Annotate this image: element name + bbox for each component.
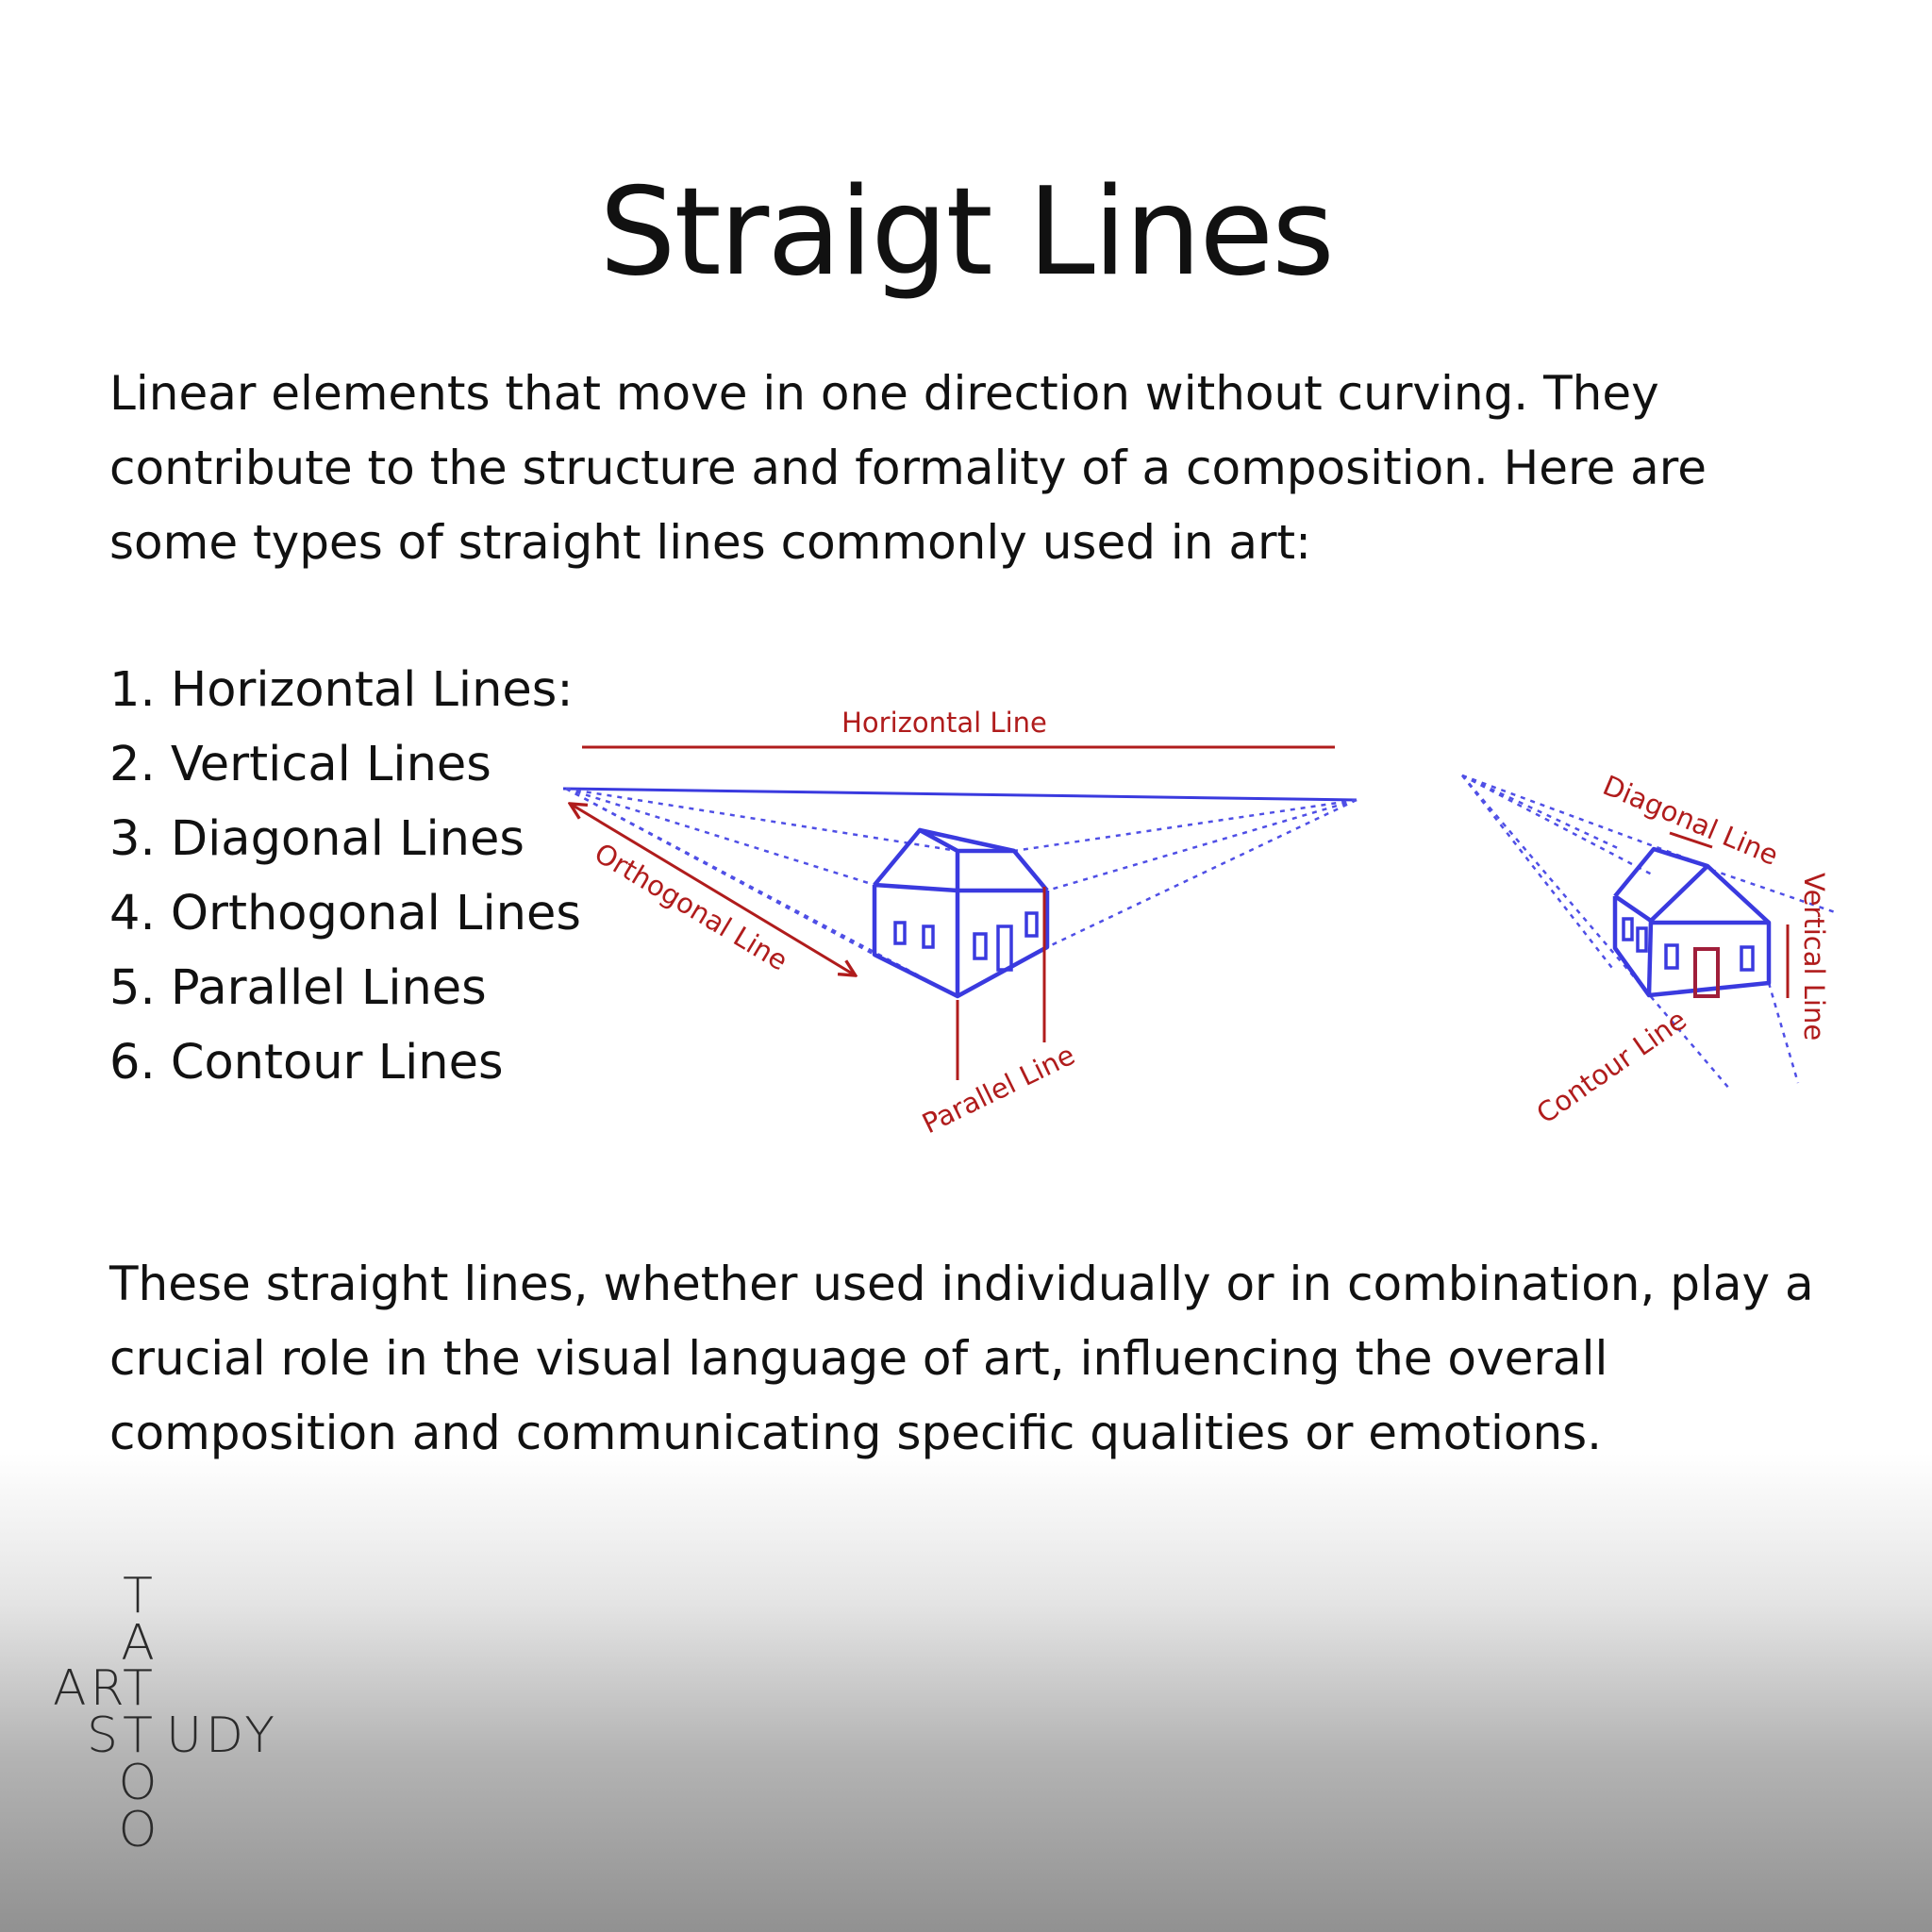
- vertical-line-annotation: Vertical Line: [1786, 873, 1830, 1041]
- list-item: 4. Orthogonal Lines: [109, 886, 581, 941]
- logo-letter: T: [123, 1707, 153, 1764]
- straight-lines-diagram: Horizontal Line Orthogonal Line Parallel…: [562, 707, 1839, 1140]
- line-types-list: 1. Horizontal Lines: 2. Vertical Lines 3…: [109, 653, 581, 1100]
- list-item: 3. Diagonal Lines: [109, 811, 525, 867]
- art-study-tattoo-logo: T A T T O O AR S UDY: [47, 1566, 275, 1855]
- diagonal-line-annotation: Diagonal Line: [1598, 769, 1783, 872]
- logo-letter: O: [118, 1755, 158, 1811]
- logo-letter: T: [123, 1568, 153, 1624]
- diagram-label: Horizontal Line: [841, 707, 1047, 739]
- intro-paragraph: Linear elements that move in one directi…: [109, 357, 1902, 580]
- list-item: 5. Parallel Lines: [109, 960, 487, 1016]
- diagram-label: Diagonal Line: [1598, 769, 1783, 872]
- logo-study-right: UDY: [166, 1707, 279, 1764]
- intro-line: some types of straight lines commonly us…: [109, 515, 1311, 570]
- closing-paragraph: These straight lines, whether used indiv…: [109, 1247, 1902, 1471]
- logo-letter: O: [118, 1802, 158, 1858]
- horizontal-line-annotation: Horizontal Line: [582, 707, 1335, 749]
- intro-line: contribute to the structure and formalit…: [109, 441, 1707, 495]
- page-title: Straigt Lines: [599, 162, 1335, 303]
- logo-letter: T: [123, 1660, 153, 1717]
- three-point-perspective-sketch: [1461, 774, 1839, 1091]
- closing-line: These straight lines, whether used indiv…: [109, 1257, 1814, 1311]
- diagram-label: Orthogonal Line: [589, 837, 793, 977]
- logo-letter: A: [121, 1615, 155, 1672]
- intro-line: Linear elements that move in one directi…: [109, 366, 1659, 421]
- list-item: 1. Horizontal Lines:: [109, 662, 574, 718]
- orthogonal-line-annotation: Orthogonal Line: [572, 805, 854, 977]
- parallel-line-annotation: Parallel Line: [917, 887, 1080, 1140]
- diagram-label: Vertical Line: [1798, 873, 1830, 1041]
- logo-art: AR: [53, 1660, 128, 1717]
- logo-study-left: S: [87, 1707, 123, 1764]
- list-item: 6. Contour Lines: [109, 1035, 504, 1091]
- diagram-label: Contour Line: [1531, 1004, 1692, 1130]
- closing-line: composition and communicating specific q…: [109, 1406, 1603, 1460]
- list-item: 2. Vertical Lines: [109, 737, 491, 792]
- contour-line-annotation: Contour Line: [1531, 1004, 1692, 1130]
- closing-line: crucial role in the visual language of a…: [109, 1331, 1608, 1386]
- diagram-label: Parallel Line: [917, 1039, 1079, 1140]
